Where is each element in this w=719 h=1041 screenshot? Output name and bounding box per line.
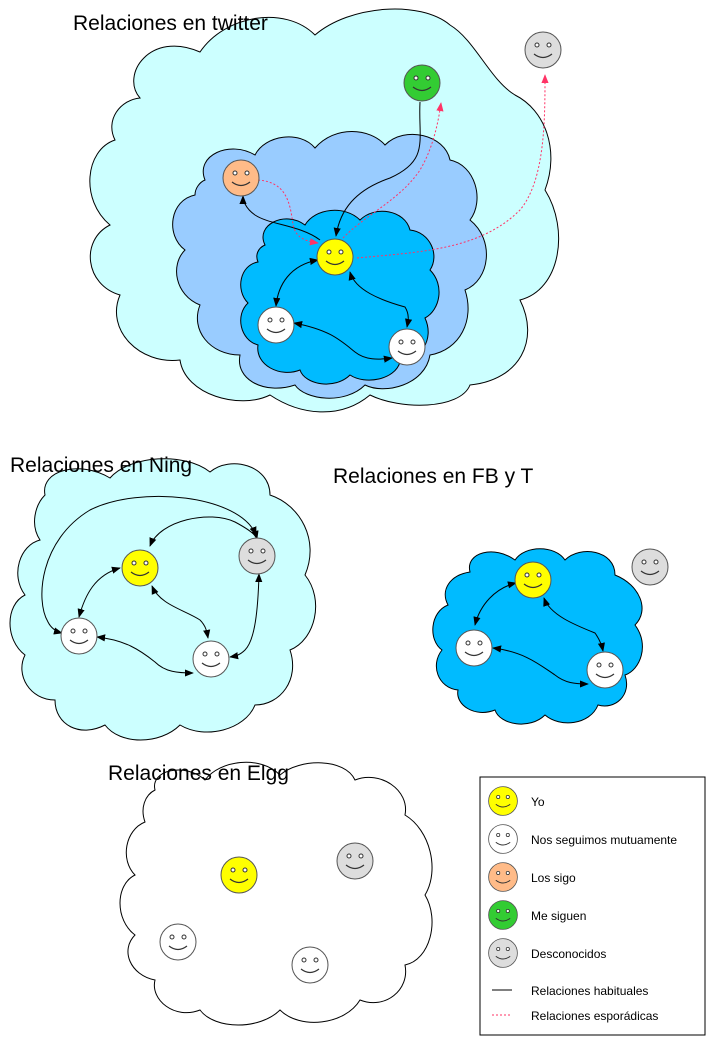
twitter-link-yo-to-los-sigo (239, 195, 321, 241)
twitter-title: Relaciones en twitter (73, 12, 268, 35)
legend-label-yo: Yo (531, 795, 545, 809)
twitter-link-los-sigo-to-yo (257, 179, 319, 246)
twitter-link-me-siguen-to-yo (333, 101, 421, 237)
elgg-face-mutual-a (159, 923, 197, 961)
ning-face-yo (121, 549, 159, 587)
twitter-face-mutual-b (388, 328, 426, 366)
ning-link-mutual-a-mutual-b (96, 634, 194, 677)
fbt-face-yo (514, 561, 552, 599)
elgg-face-yo (220, 856, 258, 894)
ning-link-yo-mutual-a (77, 566, 121, 618)
twitter-link-yo-to-desconocido (356, 74, 549, 259)
legend-face-yo (488, 786, 518, 816)
legend-label-habitual: Relaciones habituales (531, 984, 648, 998)
fbt-link-mutual-a-mutual-b (492, 645, 589, 688)
legend-label-esporadica: Relaciones esporádicas (531, 1009, 658, 1023)
legend-face-los-sigo (488, 862, 518, 892)
fbt-face-mutual-b (586, 651, 624, 689)
elgg-face-desconocido (336, 842, 374, 880)
legend-label-me-siguen: Me siguen (531, 909, 586, 923)
twitter-link-mutual-a-mutual-b (293, 321, 393, 363)
twitter-face-desconocido (524, 31, 562, 69)
fbt-section: Relaciones en FB y T (333, 465, 669, 725)
ning-face-desconocido (238, 537, 276, 575)
ning-link-desconocido-mutual-b (229, 573, 263, 660)
fbt-link-yo-mutual-b (543, 597, 605, 652)
elgg-title: Relaciones en Elgg (108, 762, 289, 785)
elgg-face-mutual-b (291, 946, 329, 984)
legend-face-me-siguen (488, 900, 518, 930)
ning-title: Relaciones en Ning (10, 454, 192, 477)
twitter-face-mutual-a (257, 306, 295, 344)
elgg-cloud (119, 761, 433, 1026)
legend-label-desconocidos: Desconocidos (531, 947, 606, 961)
elgg-section: Relaciones en Elgg (108, 761, 433, 1026)
fbt-title: Relaciones en FB y T (333, 465, 534, 488)
fbt-face-mutual-a (455, 629, 493, 667)
legend-face-mutual (488, 824, 518, 854)
ning-face-mutual-a (60, 617, 98, 655)
twitter-link-yo-mutual-a (273, 257, 319, 307)
ning-link-outer-desconocido-mutual-a (41, 495, 257, 635)
twitter-section: Relaciones en twitter (73, 8, 562, 413)
ning-section: Relaciones en Ning (9, 454, 317, 741)
legend-box (479, 776, 706, 1036)
legend-label-los-sigo: Los sigo (531, 871, 576, 885)
legend-face-desconocido (488, 938, 518, 968)
ning-link-yo-mutual-b (151, 585, 211, 639)
twitter-face-me-siguen (403, 64, 441, 102)
twitter-link-yo-mutual-b (348, 271, 413, 328)
fbt-link-yo-mutual-a (473, 581, 517, 626)
twitter-face-los-sigo (222, 159, 260, 197)
twitter-face-yo (316, 238, 354, 276)
legend-label-mutual: Nos seguimos mutuamente (531, 833, 677, 847)
fbt-face-desconocido (631, 548, 669, 586)
ning-face-mutual-b (192, 640, 230, 678)
legend: Yo Nos seguimos mutuamente Los sigo Me s… (479, 776, 706, 1036)
